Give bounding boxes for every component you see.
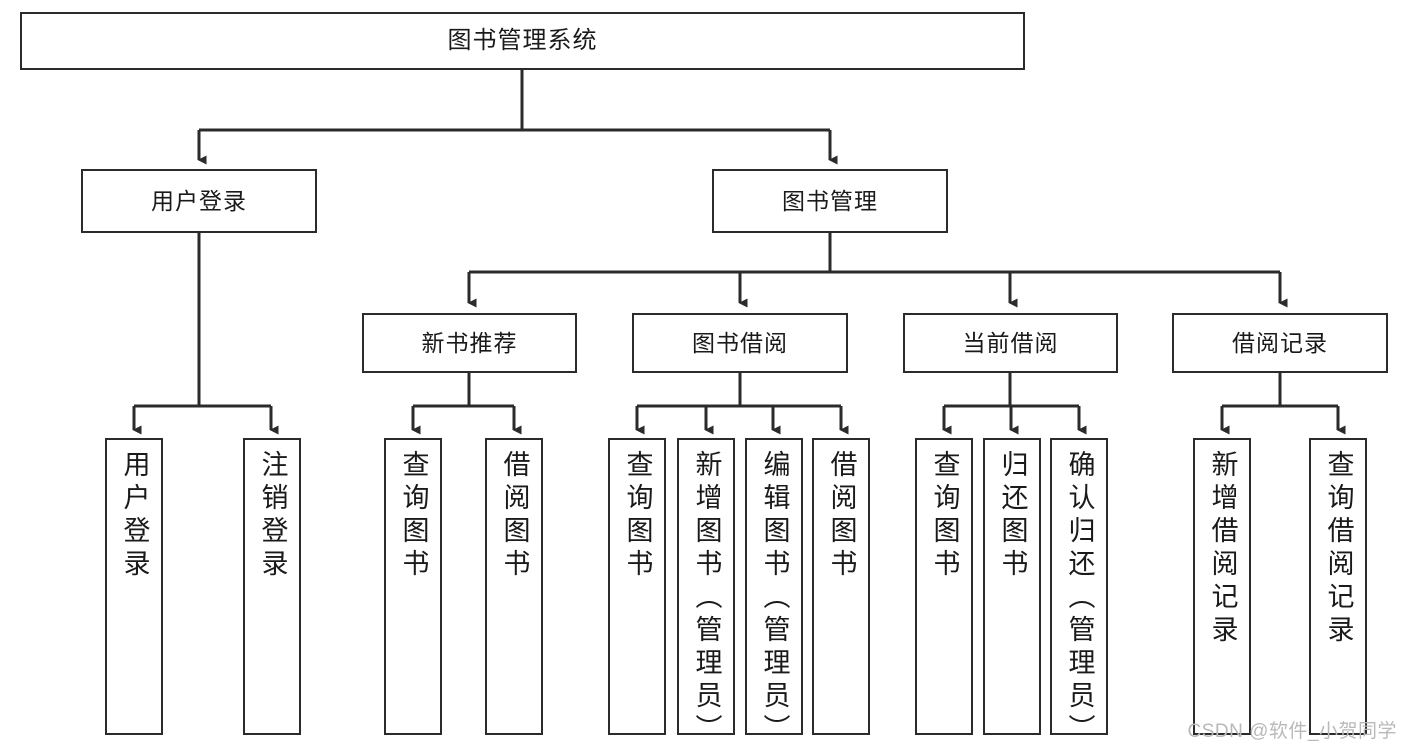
- leaf-user-logout[interactable]: 注销登录: [243, 438, 301, 735]
- node-label: 用户登录: [119, 450, 150, 582]
- node-book-borrow[interactable]: 图书借阅: [632, 313, 848, 373]
- leaf-borrow-add-book[interactable]: 新增图书（管理员）: [677, 438, 735, 747]
- leaf-current-return-book[interactable]: 归还图书: [983, 438, 1041, 735]
- node-label: 图书管理系统: [447, 27, 598, 55]
- node-label: 新增借阅记录: [1207, 450, 1238, 648]
- leaf-current-confirm-return[interactable]: 确认归还（管理员）: [1050, 438, 1108, 747]
- leaf-user-login[interactable]: 用户登录: [105, 438, 163, 735]
- node-label: 归还图书: [997, 450, 1028, 582]
- node-book-management[interactable]: 图书管理: [712, 169, 948, 233]
- leaf-borrow-edit-book[interactable]: 编辑图书（管理员）: [745, 438, 803, 747]
- node-label: 借阅记录: [1232, 329, 1328, 356]
- leaf-current-query-book[interactable]: 查询图书: [915, 438, 973, 735]
- node-user-login[interactable]: 用户登录: [81, 169, 317, 233]
- node-label: 新增图书（管理员）: [691, 450, 722, 747]
- leaf-borrow-query-book[interactable]: 查询图书: [608, 438, 666, 735]
- node-label: 注销登录: [257, 450, 288, 582]
- csdn-watermark: CSDN @软件_小贺同学: [1187, 721, 1397, 742]
- node-root-system[interactable]: 图书管理系统: [20, 12, 1025, 70]
- node-borrow-record[interactable]: 借阅记录: [1172, 313, 1388, 373]
- node-label: 借阅图书: [499, 450, 530, 582]
- leaf-newbook-borrow-book[interactable]: 借阅图书: [485, 438, 543, 735]
- node-label: 查询借阅记录: [1323, 450, 1354, 648]
- leaf-borrow-borrow-book[interactable]: 借阅图书: [812, 438, 870, 735]
- node-label: 查询图书: [398, 450, 429, 582]
- node-new-book-recommend[interactable]: 新书推荐: [362, 313, 577, 373]
- node-current-borrow[interactable]: 当前借阅: [903, 313, 1118, 373]
- node-label: 新书推荐: [421, 329, 518, 356]
- node-label: 借阅图书: [826, 450, 857, 582]
- node-label: 图书借阅: [692, 329, 788, 356]
- node-label: 图书管理: [782, 187, 878, 214]
- node-label: 当前借阅: [962, 329, 1059, 356]
- leaf-record-add-record[interactable]: 新增借阅记录: [1193, 438, 1251, 735]
- node-label: 编辑图书（管理员）: [759, 450, 790, 747]
- leaf-record-query-record[interactable]: 查询借阅记录: [1309, 438, 1367, 735]
- leaf-newbook-query-book[interactable]: 查询图书: [384, 438, 442, 735]
- node-label: 查询图书: [929, 450, 960, 582]
- node-label: 查询图书: [622, 450, 653, 582]
- node-label: 用户登录: [151, 187, 247, 214]
- node-label: 确认归还（管理员）: [1064, 450, 1095, 747]
